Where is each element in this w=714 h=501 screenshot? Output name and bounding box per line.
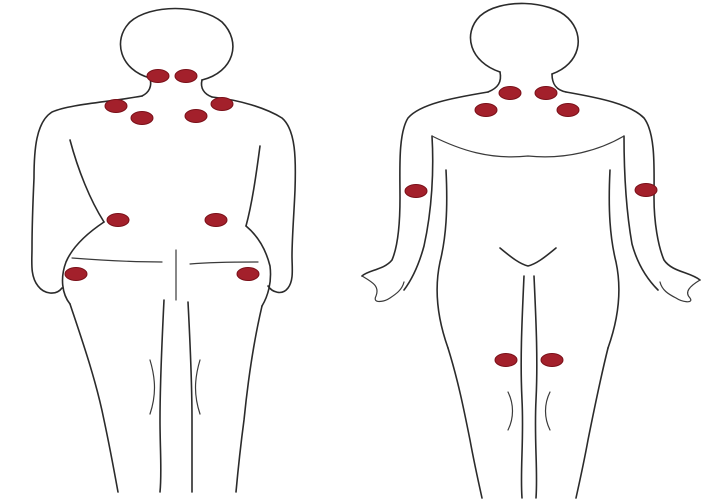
back-left-leg	[70, 304, 118, 492]
tender-point-back-trochanter-right	[237, 268, 259, 281]
back-right-knee-detail	[196, 360, 201, 414]
front-neck-left	[488, 72, 501, 92]
back-right-leg-inner	[188, 302, 192, 492]
back-left-arm-inner	[70, 140, 104, 222]
back-head-outline	[120, 9, 232, 81]
tender-point-back-occiput-left	[147, 70, 169, 83]
front-left-knee	[508, 392, 513, 430]
front-left-shoulder-arm	[362, 92, 488, 276]
front-chest-line	[432, 136, 624, 157]
back-left-leg-inner	[160, 300, 164, 492]
tender-point-front-elbow-right	[635, 184, 657, 197]
front-torso-left	[437, 170, 448, 348]
tender-point-back-gluteal-right	[205, 214, 227, 227]
front-right-leg-outer	[576, 348, 608, 498]
back-left-knee-detail	[150, 360, 155, 414]
back-right-outline	[212, 97, 295, 292]
front-right-leg-inner	[534, 276, 537, 498]
front-view-figure	[362, 3, 700, 498]
front-left-hand	[362, 276, 404, 302]
tender-point-front-knee-left	[495, 354, 517, 367]
tender-point-back-trochanter-left	[65, 268, 87, 281]
tender-point-back-trapezius-right	[211, 98, 233, 111]
tender-point-front-cervical-left	[499, 87, 521, 100]
front-head-outline	[470, 3, 578, 74]
tender-point-front-second-rib-left	[475, 104, 497, 117]
tender-points	[65, 70, 657, 367]
back-buttock-line-left	[72, 258, 162, 262]
front-right-shoulder-arm	[566, 92, 700, 280]
back-buttock-line-right	[190, 262, 258, 264]
tender-point-back-occiput-right	[175, 70, 197, 83]
back-neck-right	[201, 80, 212, 97]
front-right-hand	[660, 280, 700, 302]
back-hip-left	[63, 222, 104, 304]
front-groin	[500, 248, 556, 266]
tender-point-back-trapezius-left	[105, 100, 127, 113]
back-left-outline	[32, 96, 142, 293]
tender-point-front-knee-right	[541, 354, 563, 367]
back-hip-right	[246, 226, 271, 306]
tender-point-front-elbow-left	[405, 185, 427, 198]
front-left-arm-inner	[404, 136, 433, 290]
front-left-leg-outer	[448, 348, 482, 498]
tender-point-front-second-rib-right	[557, 104, 579, 117]
front-right-arm-inner	[624, 136, 658, 290]
back-right-leg	[236, 306, 262, 492]
back-neck-left	[142, 78, 151, 96]
front-right-knee	[546, 392, 551, 430]
front-torso-right	[608, 170, 619, 348]
tender-point-front-cervical-right	[535, 87, 557, 100]
tender-point-back-gluteal-left	[107, 214, 129, 227]
front-left-leg-inner	[521, 276, 524, 498]
tender-point-back-supraspinatus-right	[185, 110, 207, 123]
tender-point-back-supraspinatus-left	[131, 112, 153, 125]
back-right-arm-inner	[246, 146, 260, 226]
